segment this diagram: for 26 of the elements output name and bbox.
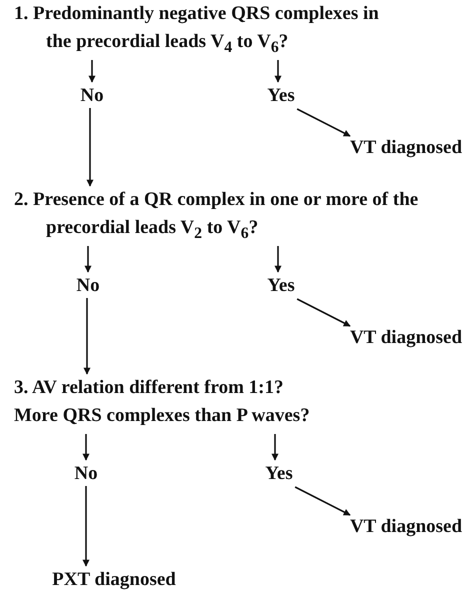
answer-text: VT diagnosed: [348, 515, 464, 539]
question-text: More QRS complexes than P waves?: [14, 404, 311, 428]
question-text: 3. AV relation different from 1:1?: [14, 376, 284, 400]
answer-text: Yes: [264, 462, 294, 486]
arrow: [272, 434, 278, 461]
answer-text: VT diagnosed: [348, 136, 464, 160]
answer-text: No: [75, 274, 101, 298]
answer-text: No: [73, 462, 99, 486]
question-text: 2. Presence of a QR complex in one or more of the precordial leads V$_{2}$ to V$_{6}$?: [14, 188, 420, 244]
arrow: [86, 108, 94, 187]
arrow: [84, 298, 90, 375]
answer-text: VT diagnosed: [348, 326, 464, 350]
arrow: [296, 108, 351, 137]
arrow: [274, 60, 282, 83]
arrow: [296, 298, 351, 327]
arrow: [274, 246, 282, 273]
answer-text: Yes: [266, 274, 296, 298]
answer-text: PXT diagnosed: [51, 568, 177, 592]
question-text: 1. Predominantly negative QRS complexes in the precordial leads V$_{4}$ to V$_{6}$?: [14, 2, 380, 58]
answer-text: Yes: [266, 84, 296, 108]
answer-text: No: [79, 84, 105, 108]
arrow: [88, 60, 96, 83]
arrow: [84, 246, 92, 273]
arrow: [82, 434, 90, 461]
arrow: [82, 486, 90, 567]
arrow: [294, 486, 351, 516]
